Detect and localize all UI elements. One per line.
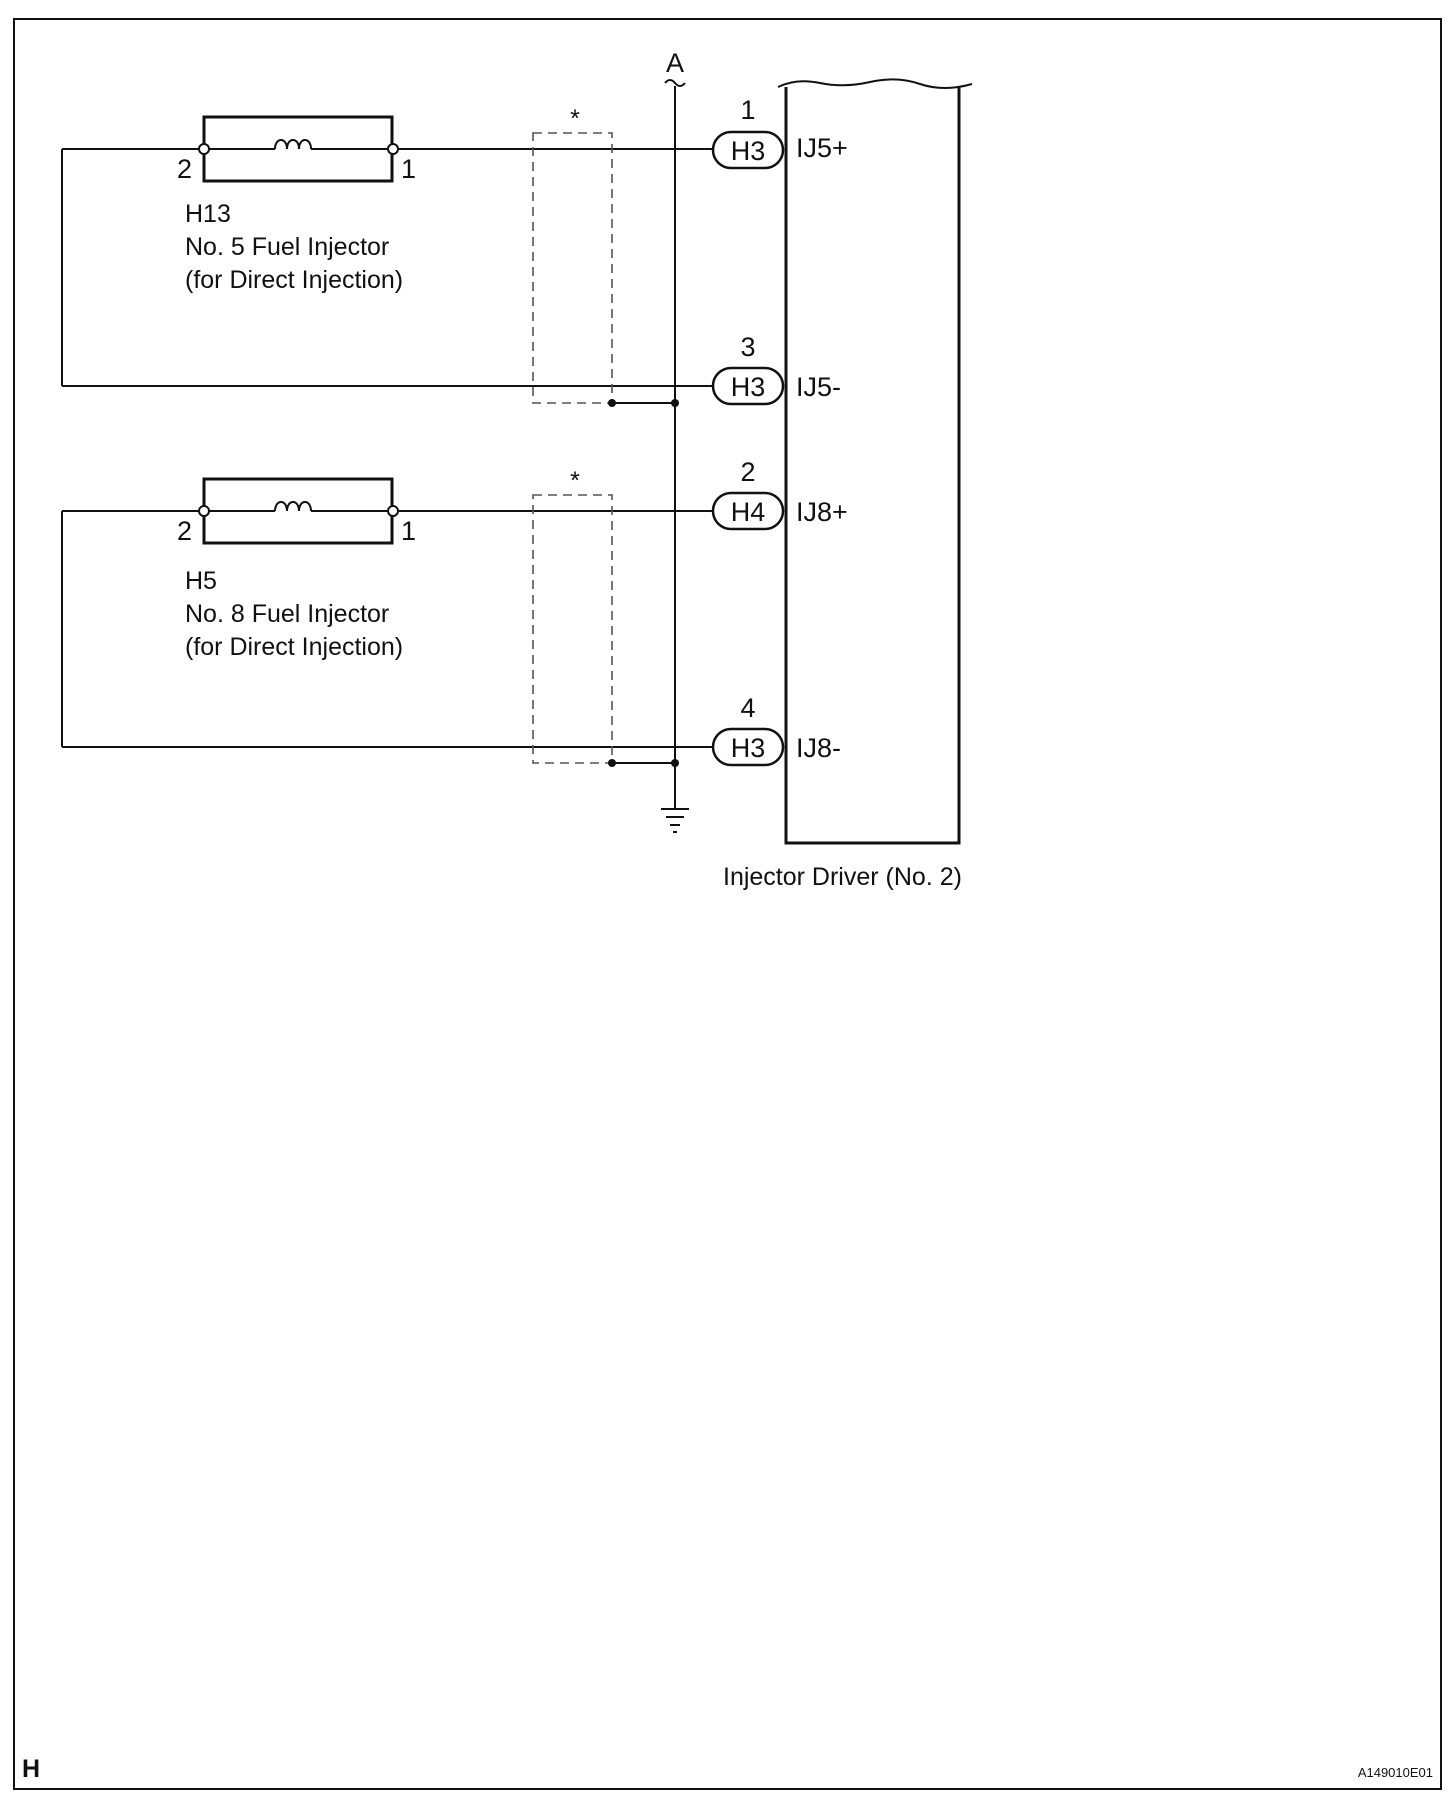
connector-code: H3 (731, 733, 766, 763)
terminal-right (387, 143, 399, 155)
shield (532, 494, 613, 764)
wires-no5: * (61, 105, 713, 407)
injector-note: (for Direct Injection) (185, 633, 403, 661)
terminal-left (198, 143, 210, 155)
terminal-pin: 3 (740, 332, 755, 362)
pin-left: 2 (177, 516, 192, 546)
line-a-label: A (666, 48, 684, 78)
terminal-ij5-plus: 1 H3 IJ5+ (711, 95, 848, 170)
line-a: A (661, 48, 689, 833)
break-mark (664, 79, 686, 87)
terminal-right (387, 505, 399, 517)
signal-name: IJ8- (796, 733, 841, 763)
driver-box-break (777, 78, 973, 89)
connector-pill (711, 491, 785, 531)
pin-right: 1 (401, 154, 416, 184)
injector-driver: Injector Driver (No. 2) (723, 78, 973, 891)
injector-no8: 2 1 H5 No. 8 Fuel Injector (for Direct I… (177, 477, 416, 661)
shield-marker: * (570, 105, 580, 133)
ground-icon (661, 808, 689, 833)
signal-name: IJ5+ (796, 133, 848, 163)
coil-icon (274, 139, 312, 150)
page-frame (13, 18, 1442, 1790)
injector-name: No. 5 Fuel Injector (185, 233, 389, 261)
connector-code: H13 (185, 200, 231, 228)
wires-no8: * (61, 467, 713, 767)
terminal-left (198, 505, 210, 517)
pin-left: 2 (177, 154, 192, 184)
shield-marker: * (570, 467, 580, 495)
connector-pill (711, 366, 785, 406)
corner-letter: H (22, 1755, 40, 1783)
coil-icon (274, 501, 312, 512)
connector-pill (711, 727, 785, 767)
terminal-pin: 1 (740, 95, 755, 125)
terminal-ij5-minus: 3 H3 IJ5- (711, 332, 841, 406)
terminal-pin: 2 (740, 457, 755, 487)
pin-right: 1 (401, 516, 416, 546)
figure-id: A149010E01 (1358, 1765, 1433, 1780)
terminal-ij8-minus: 4 H3 IJ8- (711, 693, 841, 767)
signal-name: IJ5- (796, 372, 841, 402)
connector-code: H3 (731, 136, 766, 166)
driver-label: Injector Driver (No. 2) (723, 863, 962, 891)
connector-code: H4 (731, 497, 766, 527)
injector-no5: 2 1 H13 No. 5 Fuel Injector (for Direct … (177, 115, 416, 294)
signal-name: IJ8+ (796, 497, 848, 527)
connector-code: H3 (731, 372, 766, 402)
connector-code: H5 (185, 567, 217, 595)
driver-box (784, 87, 961, 845)
terminal-pin: 4 (740, 693, 755, 723)
injector-note: (for Direct Injection) (185, 266, 403, 294)
terminal-ij8-plus: 2 H4 IJ8+ (711, 457, 848, 531)
shield (532, 132, 613, 404)
connector-pill (711, 130, 785, 170)
injector-name: No. 8 Fuel Injector (185, 600, 389, 628)
